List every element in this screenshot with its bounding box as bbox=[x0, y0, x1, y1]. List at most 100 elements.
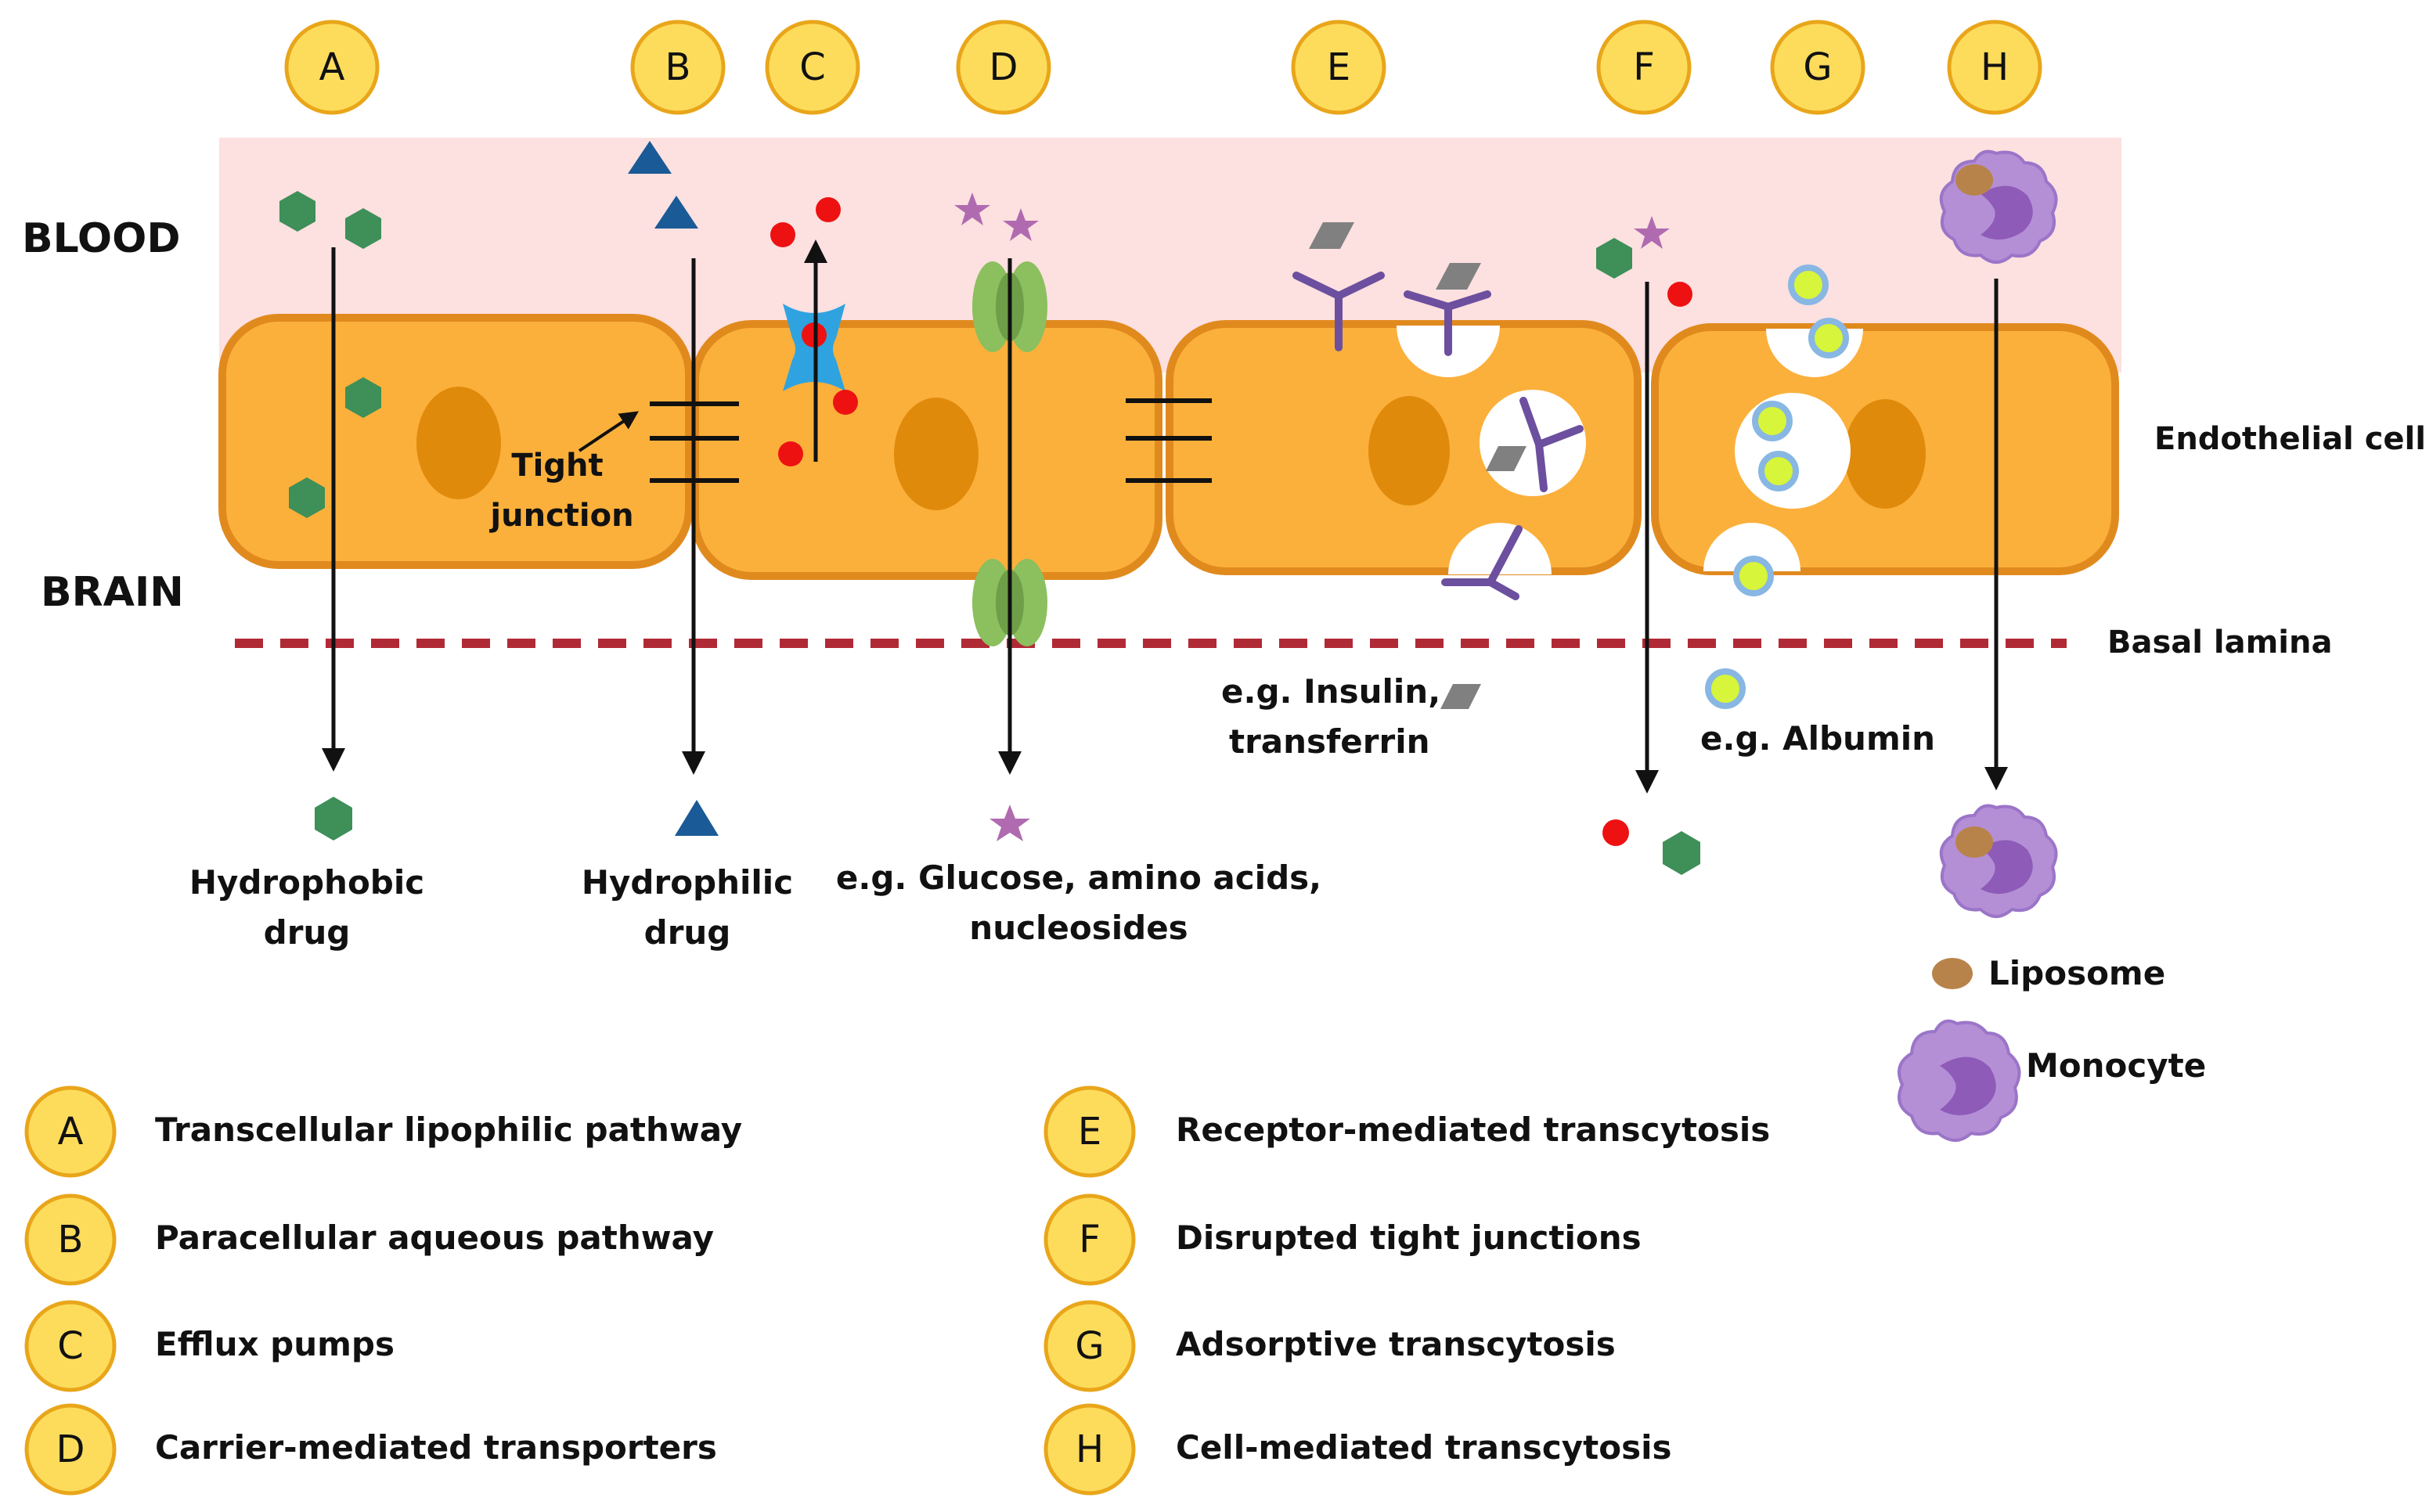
svg-text:Transcellular lipophilic pathw: Transcellular lipophilic pathway bbox=[155, 1111, 742, 1149]
pathway-a: Hydrophobic drug bbox=[189, 191, 424, 952]
tight-junction-label-line1: Tight bbox=[511, 448, 603, 484]
pathway-badge-f: F bbox=[1596, 20, 1692, 115]
red-dot-molecule bbox=[816, 197, 841, 222]
pathway-badge-a: A bbox=[284, 20, 380, 115]
hydrophobic-drug-hexagon bbox=[345, 208, 381, 249]
nutrient-star bbox=[954, 193, 990, 225]
albumin-particle bbox=[1808, 318, 1849, 358]
legend-item-e: E Receptor-mediated transcytosis bbox=[1043, 1085, 1770, 1178]
svg-text:H: H bbox=[1076, 1427, 1104, 1471]
receptor bbox=[1292, 272, 1385, 351]
legend-item-d: D Carrier-mediated transporters bbox=[24, 1403, 717, 1496]
albumin-particle bbox=[1758, 451, 1799, 491]
pathway-f bbox=[1596, 216, 1700, 875]
red-dot-molecule bbox=[778, 441, 803, 466]
red-dot-molecule bbox=[1667, 282, 1692, 307]
carrier-label-line2: nucleosides bbox=[969, 909, 1188, 947]
vesicle-mid bbox=[1480, 390, 1586, 496]
albumin-particle bbox=[1705, 668, 1746, 709]
svg-text:A: A bbox=[58, 1110, 84, 1154]
endothelial-cell-label: Endothelial cell bbox=[2154, 421, 2426, 457]
key-liposome: Liposome bbox=[1932, 954, 2165, 992]
nucleus bbox=[416, 387, 501, 499]
hydrophilic-drug-triangle bbox=[675, 800, 719, 836]
nucleus bbox=[1368, 396, 1450, 506]
legend-item-c: C Efflux pumps bbox=[24, 1300, 395, 1392]
svg-text:Carrier-mediated transporters: Carrier-mediated transporters bbox=[155, 1428, 717, 1467]
red-dot-molecule bbox=[770, 222, 795, 247]
monocyte-label: Monocyte bbox=[2026, 1046, 2206, 1085]
svg-text:H: H bbox=[1981, 45, 2009, 89]
pathway-badge-h: H bbox=[1947, 20, 2042, 115]
nutrient-star bbox=[989, 805, 1030, 841]
legend-item-b: B Paracellular aqueous pathway bbox=[24, 1193, 714, 1286]
vesicle-mid bbox=[1735, 393, 1851, 509]
nucleus bbox=[1844, 399, 1926, 509]
key-monocyte: Monocyte bbox=[1898, 1019, 2206, 1142]
red-dot-molecule bbox=[1602, 819, 1629, 846]
svg-text:E: E bbox=[1327, 45, 1350, 89]
svg-text:D: D bbox=[56, 1427, 85, 1471]
hydrophobic-drug-hexagon bbox=[1663, 831, 1700, 875]
hydrophobic-drug-label-line2: drug bbox=[264, 913, 351, 952]
svg-text:D: D bbox=[989, 45, 1018, 89]
receptor bbox=[1404, 290, 1491, 356]
nutrient-star bbox=[1634, 216, 1670, 249]
receptor bbox=[1441, 525, 1523, 600]
svg-text:Paracellular aqueous pathway: Paracellular aqueous pathway bbox=[155, 1219, 714, 1257]
liposome-icon bbox=[1932, 958, 1973, 989]
monocyte-with-liposome bbox=[1939, 804, 2058, 918]
svg-text:C: C bbox=[57, 1324, 84, 1368]
svg-text:Disrupted tight junctions: Disrupted tight junctions bbox=[1176, 1219, 1642, 1257]
hydrophobic-drug-hexagon bbox=[345, 377, 381, 418]
pathway-e: e.g. Insulin, transferrin bbox=[1221, 222, 1586, 761]
svg-text:B: B bbox=[665, 45, 691, 89]
albumin-particle bbox=[1752, 401, 1793, 441]
ligand-parallelogram bbox=[1309, 222, 1354, 249]
pathway-g: e.g. Albumin bbox=[1700, 265, 1935, 758]
legend-item-g: G Adsorptive transcytosis bbox=[1043, 1300, 1616, 1392]
basal-lamina-label: Basal lamina bbox=[2107, 625, 2332, 661]
hydrophobic-drug-hexagon bbox=[279, 191, 315, 232]
pathway-badge-d: D bbox=[956, 20, 1051, 115]
endothelial-cell-3 bbox=[1166, 320, 1642, 575]
hydrophilic-drug-triangle bbox=[654, 196, 698, 229]
blood-label: BLOOD bbox=[22, 215, 181, 262]
legend: A Transcellular lipophilic pathway B Par… bbox=[24, 1085, 1770, 1496]
tight-junction-label-line2: junction bbox=[488, 498, 633, 534]
red-dot-molecule bbox=[833, 390, 858, 415]
ligand-parallelogram bbox=[1440, 684, 1481, 709]
tight-junction-cd bbox=[1126, 398, 1212, 483]
hydrophobic-drug-hexagon bbox=[315, 797, 352, 841]
svg-text:Cell-mediated transcytosis: Cell-mediated transcytosis bbox=[1176, 1428, 1671, 1467]
svg-text:G: G bbox=[1803, 45, 1832, 89]
legend-item-a: A Transcellular lipophilic pathway bbox=[24, 1085, 742, 1178]
pathway-h bbox=[1939, 149, 2058, 918]
hydrophobic-drug-hexagon bbox=[289, 477, 325, 518]
svg-text:Receptor-mediated transcytosis: Receptor-mediated transcytosis bbox=[1176, 1111, 1770, 1149]
pathway-c bbox=[770, 197, 858, 466]
carrier-label-line1: e.g. Glucose, amino acids, bbox=[836, 859, 1321, 897]
pathway-badge-e: E bbox=[1291, 20, 1386, 115]
receptor-label-line2: transferrin bbox=[1229, 722, 1430, 761]
endothelial-cell-4 bbox=[1651, 323, 2119, 575]
nucleus bbox=[894, 398, 979, 510]
receptor bbox=[1519, 397, 1584, 492]
pathway-badge-b: B bbox=[630, 20, 726, 115]
legend-item-h: H Cell-mediated transcytosis bbox=[1043, 1403, 1671, 1496]
svg-text:Efflux pumps: Efflux pumps bbox=[155, 1325, 395, 1363]
ligand-parallelogram bbox=[1436, 263, 1481, 290]
monocyte-with-liposome bbox=[1939, 149, 2058, 264]
pathway-badge-g: G bbox=[1770, 20, 1865, 115]
hydrophobic-drug-hexagon bbox=[1596, 238, 1632, 279]
hydrophobic-drug-label-line1: Hydrophobic bbox=[189, 863, 424, 902]
hydrophilic-drug-label-line1: Hydrophilic bbox=[582, 863, 793, 902]
albumin-particle bbox=[1733, 556, 1774, 596]
albumin-label: e.g. Albumin bbox=[1700, 719, 1935, 758]
pathway-b: Tight junction Hydrophilic drug bbox=[488, 141, 793, 952]
brain-label: BRAIN bbox=[41, 569, 184, 616]
svg-text:A: A bbox=[319, 45, 345, 89]
pathway-d: e.g. Glucose, amino acids, nucleosides bbox=[836, 193, 1321, 947]
liposome-label: Liposome bbox=[1988, 954, 2165, 992]
